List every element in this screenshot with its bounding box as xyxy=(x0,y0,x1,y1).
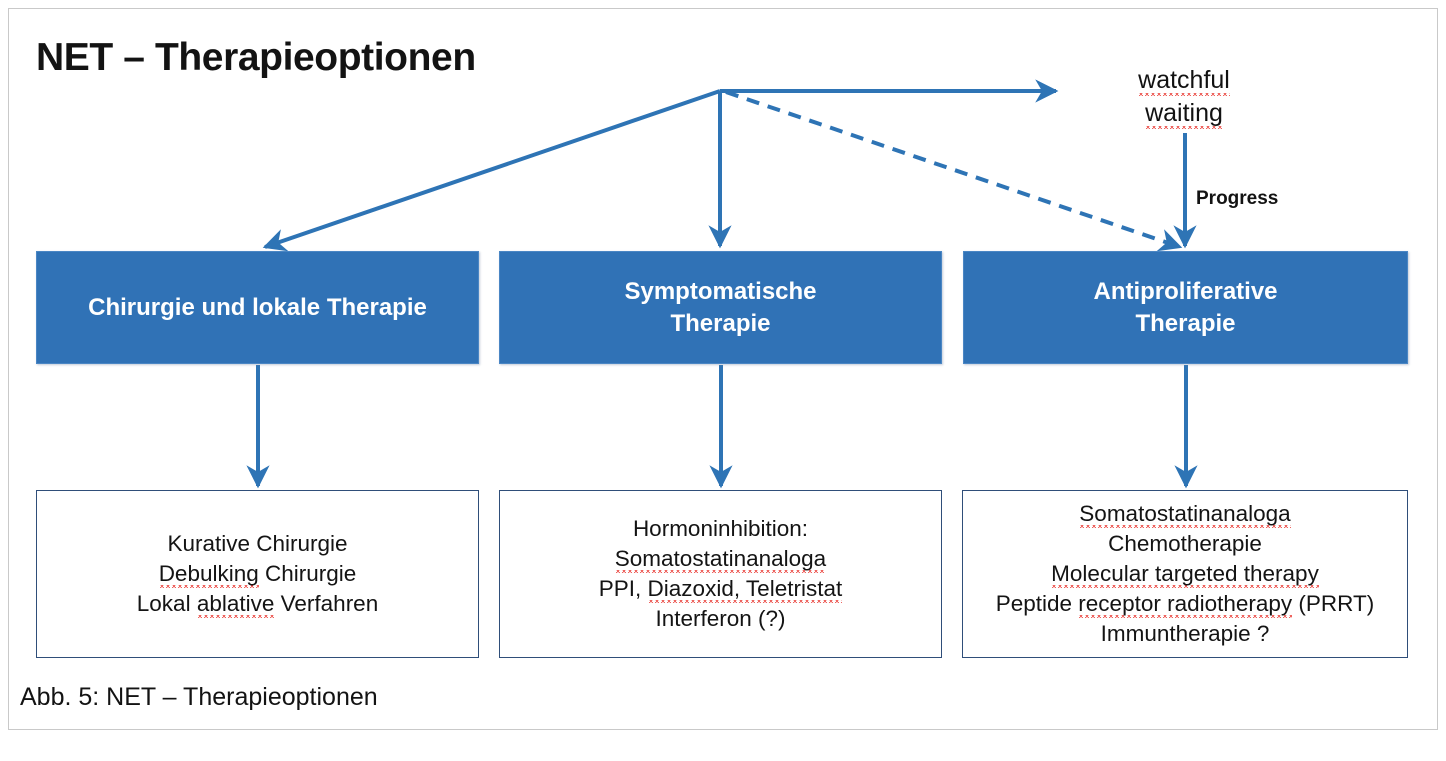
detail-box-symptomatic[interactable]: Hormoninhibition: Somatostatinanaloga PP… xyxy=(499,490,942,658)
progress-label: Progress xyxy=(1196,188,1279,209)
detail-box-antiproliferative[interactable]: Somatostatinanaloga Chemotherapie Molecu… xyxy=(962,490,1408,658)
detail-line: Immuntherapie ? xyxy=(1100,621,1270,646)
detail-line: Somatostatinanaloga xyxy=(614,546,827,571)
detail-line: Peptide receptor radiotherapy (PRRT) xyxy=(995,591,1375,616)
watchful-waiting-line1: watchful xyxy=(1138,66,1230,94)
detail-line: Debulking Chirurgie xyxy=(158,561,357,586)
detail-line: Chemotherapie xyxy=(1108,531,1262,556)
detail-line: Kurative Chirurgie xyxy=(167,531,348,556)
page-title: NET – Therapieoptionen xyxy=(36,36,476,79)
blue-box-antiproliferative-line1: Antiproliferative xyxy=(1093,277,1278,305)
blue-box-antiproliferative[interactable]: Antiproliferative Therapie xyxy=(963,251,1408,364)
detail-line: Interferon (?) xyxy=(655,606,786,631)
blue-box-symptomatic-line2: Therapie xyxy=(670,309,771,337)
blue-box-surgery[interactable]: Chirurgie und lokale Therapie xyxy=(36,251,479,364)
blue-box-antiproliferative-line2: Therapie xyxy=(1135,309,1236,337)
detail-line: Lokal ablative Verfahren xyxy=(136,591,379,616)
blue-box-symptomatic-line1: Symptomatische xyxy=(624,277,817,305)
detail-line: PPI, Diazoxid, Teletristat xyxy=(598,576,843,601)
detail-line: Hormoninhibition: xyxy=(632,516,809,541)
blue-box-symptomatic[interactable]: Symptomatische Therapie xyxy=(499,251,942,364)
detail-box-surgery[interactable]: Kurative Chirurgie Debulking Chirurgie L… xyxy=(36,490,479,658)
watchful-waiting-line2: waiting xyxy=(1145,99,1223,127)
below-frame-strip xyxy=(0,731,1446,761)
detail-line: Molecular targeted therapy xyxy=(1051,561,1319,586)
watchful-waiting-label: watchful waiting xyxy=(1098,64,1270,130)
detail-line: Somatostatinanaloga xyxy=(1079,501,1291,526)
blue-box-surgery-line1: Chirurgie und lokale Therapie xyxy=(88,293,427,321)
figure-caption: Abb. 5: NET – Therapieoptionen xyxy=(20,683,378,711)
